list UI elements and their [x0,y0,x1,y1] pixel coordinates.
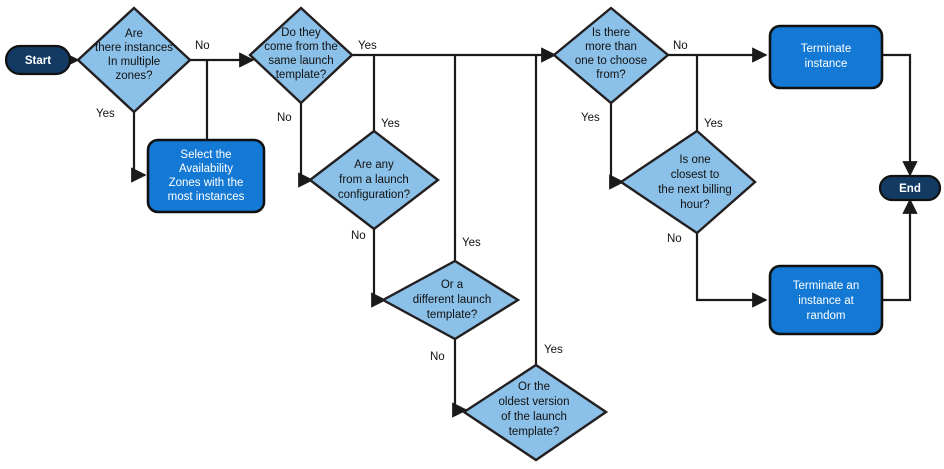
d2-line-2: same launch [268,55,333,67]
edge-label-d7-no: No [667,233,682,245]
p1-line-3: most instances [168,191,245,203]
start-shape[interactable] [4,44,72,76]
edge-label-d3-yes: Yes [381,118,400,130]
node-decision-more-than-one-to-choose[interactable]: Is there more than one to choose from? [552,6,670,105]
start-label: Start [25,55,51,67]
edge-label-d1-no: No [195,40,210,52]
node-process-select-availability-zones[interactable]: Select the Availability Zones with the m… [146,138,266,214]
end-label: End [899,183,921,195]
d3-line-0: Are any [354,159,394,171]
d5-line-3: template? [509,426,560,438]
d1-line-3: zones? [115,70,152,82]
edge-label-d4-no: No [430,351,445,363]
node-start[interactable]: Start [4,44,72,76]
edge-label-d2-yes: Yes [358,40,377,52]
d5-line-2: of the launch [501,411,567,423]
d6-line-1: more than [585,41,637,53]
end-shape[interactable] [878,174,942,202]
d6-line-0: Is there [592,27,630,39]
d3-shape[interactable] [308,129,440,231]
d4-line-0: Or a [441,279,464,291]
edge-label-d6-no: No [673,40,688,52]
edge-label-d3-no: No [351,230,366,242]
edge-p3-to-end [882,198,918,302]
edge-label-d4-yes: Yes [462,237,481,249]
p2-line-1: instance [805,58,848,70]
d4-shape[interactable] [380,259,521,341]
node-decision-oldest-version-launch-template[interactable]: Or the oldest version of the launch temp… [461,363,609,462]
edge-label-d5-yes: Yes [544,344,563,356]
edge-d1-yes-to-p1 [131,112,147,183]
d1-shape[interactable] [76,6,192,114]
d2-line-0: Do they [281,27,321,39]
d3-line-2: configuration? [338,189,410,201]
p1-line-1: Availability [179,163,233,175]
node-process-terminate-instance[interactable]: Terminate instance [768,24,884,90]
p2-line-0: Terminate [801,43,852,55]
edge-d2-no-to-d3 [298,103,314,188]
d7-line-2: the next billing [658,184,732,196]
p3-shape[interactable] [768,264,884,336]
p2-shape[interactable] [768,24,884,90]
node-end[interactable]: End [878,174,942,202]
d5-shape[interactable] [461,363,609,462]
p1-shape[interactable] [146,138,266,214]
edge-label-d1-yes: Yes [96,108,115,120]
d7-shape[interactable] [618,129,757,235]
edge-p2-to-end [882,53,918,177]
d5-line-0: Or the [518,381,550,393]
node-decision-different-launch-template[interactable]: Or a different launch template? [380,259,521,341]
edge-label-d6-yes: Yes [581,112,600,124]
d5-line-1: oldest version [499,396,570,408]
edge-label-d2-no: No [277,112,292,124]
p3-line-1: instance at [798,295,854,307]
d6-line-3: from? [596,69,625,81]
p1-line-0: Select the [180,149,231,161]
d4-line-1: different launch [413,294,491,306]
edge-d7-no-to-p3 [695,233,768,308]
d7-line-1: closest to [671,169,720,181]
edge-label-layer: No Yes Yes No Yes No Yes No Yes No Yes Y… [96,40,723,363]
edge-label-d7-yes: Yes [704,118,723,130]
node-decision-multiple-zones[interactable]: Are there instances In multiple zones? [76,6,192,114]
d6-shape[interactable] [552,6,670,105]
d6-line-2: one to choose [575,55,647,67]
d2-line-1: come from the [264,41,338,53]
d1-line-0: Are [125,28,143,40]
d1-line-2: In multiple [108,56,160,68]
edge-layer [64,47,918,418]
node-decision-closest-to-billing-hour[interactable]: Is one closest to the next billing hour? [618,129,757,235]
p3-line-0: Terminate an [793,280,859,292]
d7-line-0: Is one [679,154,710,166]
p1-line-2: Zones with the [169,177,244,189]
d2-shape[interactable] [248,6,354,105]
d2-line-3: template? [276,69,327,81]
d3-line-1: from a launch [339,174,409,186]
edge-d3-no-to-d4 [371,229,387,308]
node-decision-same-launch-template[interactable]: Do they come from the same launch templa… [248,6,354,105]
edge-d6-yes-to-d7 [609,103,625,190]
node-process-terminate-random[interactable]: Terminate an instance at random [768,264,884,336]
d4-line-2: template? [427,309,478,321]
edge-d4-no-to-d5 [452,339,468,418]
d1-line-1: there instances [95,42,173,54]
p3-line-2: random [807,310,846,322]
d7-line-3: hour? [680,199,709,211]
node-decision-launch-configuration[interactable]: Are any from a launch configuration? [308,129,440,231]
